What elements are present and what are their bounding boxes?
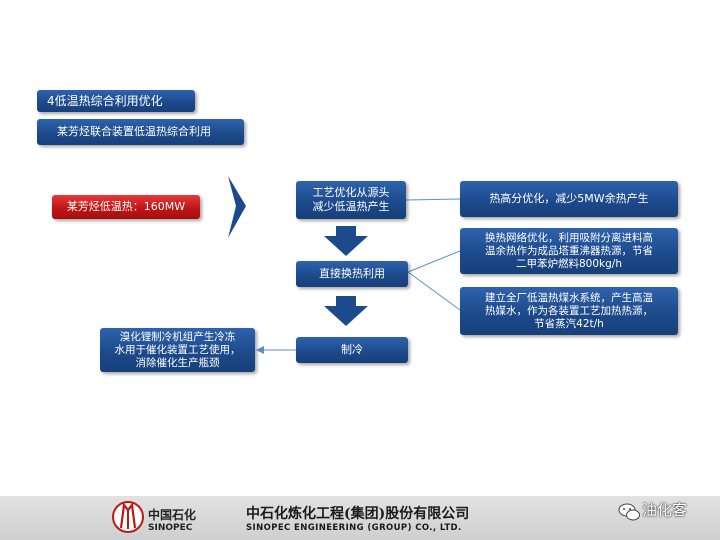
watermark-text: 油化客: [642, 501, 688, 519]
source-box: 某芳烃低温热：160MW: [52, 195, 200, 219]
connector-step1-o1: [405, 198, 461, 201]
chevron-arrow-right: [228, 176, 246, 238]
outcome4-line1: 溴化锂制冷机组产生冷冻: [119, 330, 236, 343]
step2-text: 直接换热利用: [319, 267, 385, 280]
down-arrow-1: [324, 226, 368, 256]
step-refrigeration: 制冷: [296, 337, 408, 363]
wechat-icon: [618, 503, 640, 521]
down-arrow-2: [324, 296, 368, 326]
step-direct-heat-exchange: 直接换热利用: [296, 261, 408, 287]
outcome-heat-medium-water: 建立全厂低温热煤水系统，产生高温 热媒水，作为各装置工艺加热热源， 节省蒸汽42…: [460, 287, 678, 335]
outcome4-line3: 消除催化生产瓶颈: [135, 356, 220, 369]
outcome2-line3: 二甲苯炉燃料800kg/h: [516, 257, 622, 270]
sinopec-logo-icon: [112, 501, 144, 533]
connector-step2-o2: [407, 250, 461, 273]
outcome4-line2: 水用于催化装置工艺使用，: [114, 343, 241, 356]
outcome-hot-separator: 热高分优化，减少5MW余热产生: [460, 181, 678, 217]
connector-arrowhead: [256, 346, 264, 354]
outcome2-line2: 温余热作为成品塔重沸器热源，节省: [485, 244, 653, 257]
logo-english-name: SINOPEC: [148, 523, 193, 533]
outcome3-line1: 建立全厂低温热煤水系统，产生高温: [485, 291, 653, 304]
outcome1-text: 热高分优化，减少5MW余热产生: [489, 192, 649, 205]
source-text: 某芳烃低温热：160MW: [66, 200, 186, 213]
company-english-name: SINOPEC ENGINEERING (GROUP) CO., LTD.: [246, 523, 462, 533]
outcome3-line2: 热媒水，作为各装置工艺加热热源，: [485, 304, 653, 317]
subtitle-text: 某芳烃联合装置低温热综合利用: [57, 125, 211, 138]
connector-step2-o3: [407, 271, 461, 311]
outcome2-line1: 换热网络优化，利用吸附分离进料高: [485, 231, 653, 244]
logo-chinese-name: 中国石化: [148, 508, 197, 522]
subtitle-box: 某芳烃联合装置低温热综合利用: [37, 119, 244, 145]
outcome-lithium-bromide-chiller: 溴化锂制冷机组产生冷冻 水用于催化装置工艺使用， 消除催化生产瓶颈: [100, 328, 255, 372]
step1-line2: 减少低温热产生: [312, 200, 390, 213]
company-chinese-name: 中石化炼化工程(集团)股份有限公司: [246, 506, 470, 522]
step1-line1: 工艺优化从源头: [312, 186, 390, 199]
step-process-optimization: 工艺优化从源头 减少低温热产生: [296, 181, 406, 219]
outcome-heat-exchanger-network: 换热网络优化，利用吸附分离进料高 温余热作为成品塔重沸器热源，节省 二甲苯炉燃料…: [460, 228, 678, 274]
section-title: 4低温热综合利用优化: [37, 90, 195, 112]
section-title-text: 4低温热综合利用优化: [47, 94, 163, 108]
outcome3-line3: 节省蒸汽42t/h: [534, 317, 604, 330]
step3-text: 制冷: [341, 343, 363, 356]
